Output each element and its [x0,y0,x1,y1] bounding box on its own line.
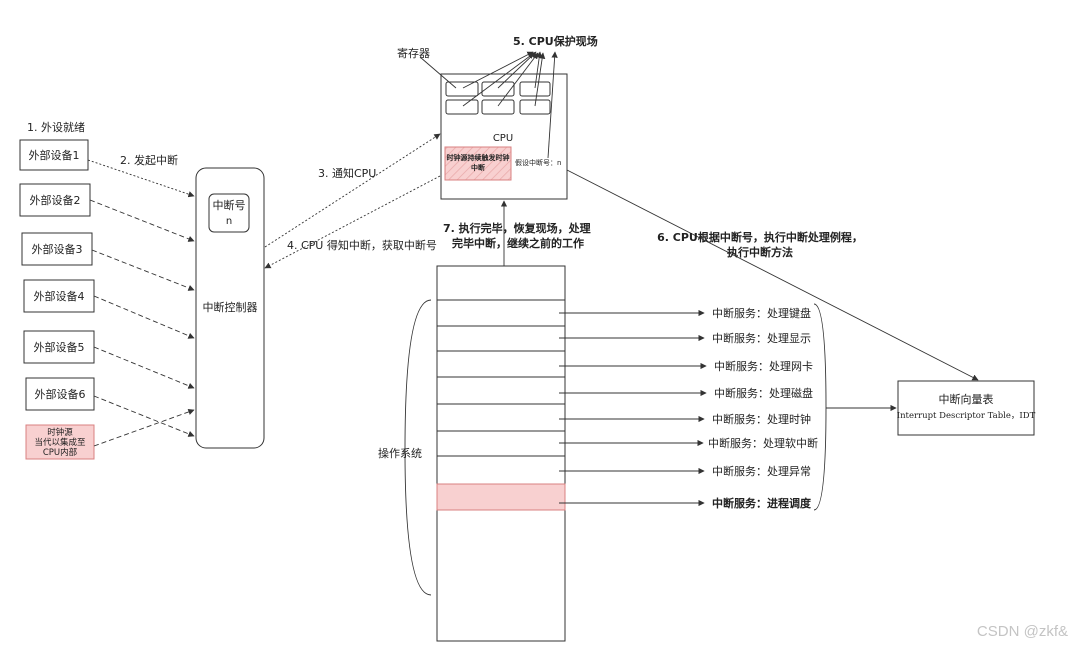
step3-label: 3. 通知CPU [318,166,376,180]
idt-title: 中断向量表 [939,392,994,406]
device-3-label: 外部设备3 [32,242,83,256]
step7-line2: 完毕中断，继续之前的工作 [452,236,584,250]
step7-line1: 7. 执行完毕，恢复现场，处理 [443,221,591,235]
os-brace [404,299,432,596]
idt-box: 中断向量表 Interrupt Descriptor Table，IDT [897,380,1036,436]
os-column [436,265,566,642]
interrupt-number-value: n [226,216,232,227]
device-4: 外部设备4 [23,279,95,313]
cpu-timer-line2: 中断 [471,163,485,172]
controller-cpu-arrows [264,133,441,269]
device-6-label: 外部设备6 [35,387,86,401]
step6-line2: 执行中断方法 [727,245,793,259]
save-context-arrows [419,51,558,159]
service-item-scheduling: 中断服务：进程调度 [712,496,812,510]
clock-source-line1: 时钟源 [47,427,73,438]
device-1-label: 外部设备1 [29,148,80,162]
service-item-softirq: 中断服务：处理软中断 [708,436,818,450]
step1-label: 1. 外设就绪 [27,120,85,134]
service-brace [813,303,827,511]
cpu-label: CPU [493,133,513,144]
cpu-box: CPU 时钟源持续触发时钟 中断 假设中断号：n [440,73,568,200]
clock-source-line2: 当代以集成至 [34,437,86,448]
os-label: 操作系统 [378,446,422,460]
device-4-label: 外部设备4 [34,289,85,303]
interrupt-number-label: 中断号 [213,198,246,212]
device-5-label: 外部设备5 [34,340,85,354]
device-3: 外部设备3 [21,232,93,266]
cpu-to-idt-arrow [566,169,979,381]
clock-source: 时钟源 当代以集成至 CPU内部 [25,424,95,460]
service-item-exception: 中断服务：处理异常 [712,464,811,478]
device-arrows [87,159,195,447]
idt-subtitle: Interrupt Descriptor Table，IDT [897,411,1036,421]
clock-source-line3: CPU内部 [43,447,78,458]
device-5: 外部设备5 [23,330,95,364]
device-1: 外部设备1 [19,139,89,171]
cpu-assume-label: 假设中断号：n [515,158,561,167]
service-item-nic: 中断服务：处理网卡 [714,359,813,373]
register-label: 寄存器 [397,46,430,60]
service-item-clock: 中断服务：处理时钟 [712,412,811,426]
step2-label: 2. 发起中断 [120,153,178,167]
cpu-timer-line1: 时钟源持续触发时钟 [447,153,510,162]
service-item-display: 中断服务：处理显示 [712,331,811,345]
controller-label: 中断控制器 [203,300,258,314]
device-6: 外部设备6 [25,377,95,411]
step5-label: 5. CPU保护现场 [513,34,598,48]
device-2-label: 外部设备2 [30,193,81,207]
service-item-disk: 中断服务：处理磁盘 [714,386,813,400]
service-arrows [559,309,707,507]
service-list: 中断服务：处理键盘 中断服务：处理显示 中断服务：处理网卡 中断服务：处理磁盘 … [708,306,818,510]
device-2: 外部设备2 [19,183,91,217]
watermark: CSDN @zkf& [977,623,1068,640]
step6-line1: 6. CPU根据中断号，执行中断处理例程， [657,230,863,244]
interrupt-controller: 中断号 n 中断控制器 [195,167,265,449]
service-item-keyboard: 中断服务：处理键盘 [712,306,811,320]
step4-label: 4. CPU 得知中断，获取中断号 [287,238,437,252]
